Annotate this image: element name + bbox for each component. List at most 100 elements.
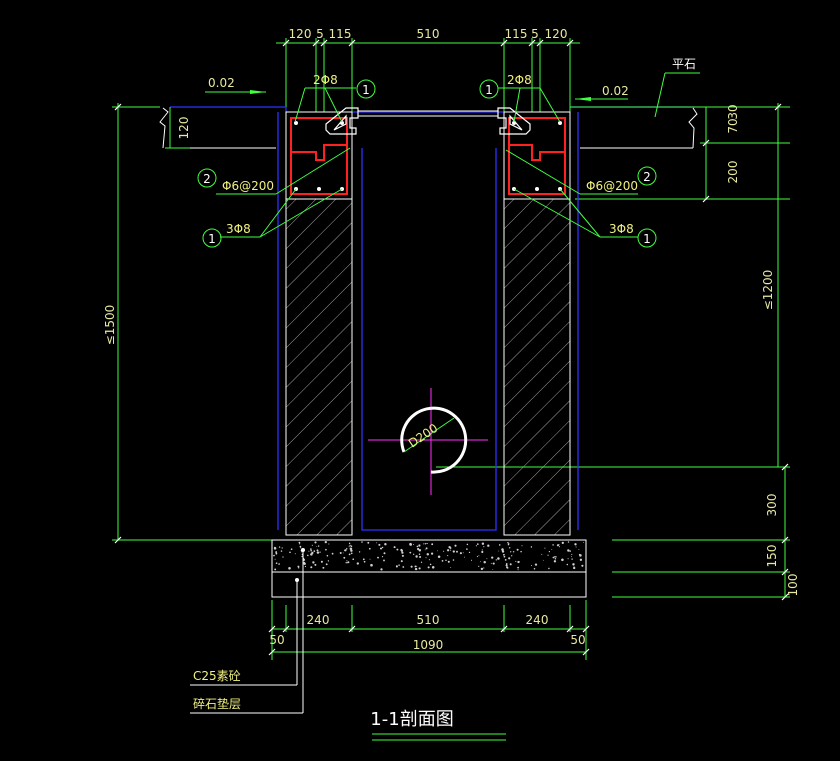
concrete-speckle	[377, 556, 379, 559]
concrete-speckle	[521, 545, 523, 547]
svg-text:1: 1	[485, 83, 493, 97]
svg-text:0.02: 0.02	[602, 84, 629, 98]
concrete-speckle	[448, 545, 451, 549]
concrete-speckle	[317, 545, 320, 547]
concrete-speckle	[396, 548, 399, 551]
concrete-speckle	[342, 552, 344, 554]
concrete-speckle	[381, 546, 384, 549]
concrete-speckle	[349, 544, 351, 547]
dim-top-115-left: 115	[329, 27, 352, 41]
concrete-speckle	[361, 541, 363, 543]
concrete-speckle	[567, 541, 570, 543]
concrete-speckle	[481, 542, 485, 545]
concrete-speckle	[313, 550, 316, 552]
concrete-speckle	[533, 567, 536, 570]
concrete-speckle	[380, 568, 383, 571]
concrete-speckle	[569, 550, 571, 552]
concrete-speckle	[310, 549, 312, 552]
concrete-speckle	[345, 548, 348, 550]
concrete-speckle	[274, 568, 277, 571]
concrete-speckle	[517, 569, 519, 571]
foundation-concrete	[271, 539, 587, 573]
concrete-speckle	[454, 544, 457, 547]
concrete-speckle	[415, 555, 418, 558]
svg-text:2Φ8: 2Φ8	[313, 73, 338, 87]
concrete-speckle	[348, 546, 350, 548]
concrete-speckle	[556, 544, 559, 547]
concrete-speckle	[414, 565, 417, 568]
concrete-speckle	[498, 550, 500, 552]
concrete-speckle	[310, 566, 313, 569]
concrete-speckle	[274, 558, 276, 560]
concrete-speckle	[275, 551, 278, 554]
concrete-speckle	[462, 552, 464, 554]
leader-dot-concrete	[301, 548, 305, 552]
concrete-speckle	[450, 567, 452, 569]
bottom-dimensions	[271, 600, 587, 660]
concrete-speckle	[554, 556, 556, 558]
concrete-speckle	[498, 544, 501, 546]
concrete-speckle	[358, 551, 361, 553]
concrete-speckle	[508, 557, 511, 560]
concrete-speckle	[510, 551, 512, 553]
concrete-speckle	[376, 542, 377, 544]
concrete-speckle	[492, 562, 495, 565]
concrete-speckle	[370, 563, 373, 567]
concrete-speckle	[331, 552, 334, 555]
concrete-speckle	[558, 546, 560, 548]
concrete-speckle	[383, 559, 385, 562]
concrete-speckle	[483, 560, 486, 564]
concrete-speckle	[503, 553, 505, 556]
concrete-speckle	[466, 548, 468, 550]
bottom-dim-ticks	[268, 625, 590, 656]
concrete-speckle	[362, 558, 365, 561]
concrete-speckle	[552, 544, 554, 546]
concrete-speckle	[530, 546, 533, 548]
concrete-speckle	[369, 558, 371, 560]
concrete-speckle	[478, 555, 480, 557]
callout-right-top: 2Φ8 1	[479, 73, 561, 123]
concrete-speckle	[414, 567, 418, 571]
svg-text:2: 2	[203, 172, 211, 186]
concrete-speckle	[290, 548, 293, 551]
right-dimensions	[436, 103, 790, 598]
concrete-speckle	[466, 543, 469, 546]
concrete-speckle	[579, 554, 582, 557]
concrete-speckle	[418, 553, 421, 556]
concrete-speckle	[418, 567, 421, 570]
concrete-speckle	[547, 554, 549, 556]
concrete-speckle	[574, 543, 577, 546]
concrete-speckle	[541, 553, 543, 555]
concrete-speckle	[393, 546, 396, 549]
concrete-speckle	[420, 561, 423, 563]
concrete-speckle	[447, 560, 450, 563]
concrete-speckle	[423, 543, 425, 545]
concrete-speckle	[512, 551, 515, 553]
concrete-speckle	[561, 541, 564, 545]
concrete-speckle	[443, 550, 445, 552]
concrete-speckle	[578, 548, 580, 550]
concrete-speckle	[583, 541, 585, 543]
concrete-speckle	[326, 554, 329, 557]
concrete-speckle	[554, 558, 557, 560]
pipe-d200: D200	[368, 388, 488, 495]
concrete-speckle	[548, 567, 550, 570]
concrete-speckle	[495, 559, 497, 561]
svg-text:3Φ8: 3Φ8	[609, 222, 634, 236]
grate-cover	[357, 110, 499, 117]
concrete-speckle	[316, 551, 320, 554]
concrete-speckle	[487, 544, 490, 547]
concrete-speckle	[480, 567, 484, 571]
concrete-speckle	[273, 554, 275, 557]
concrete-speckle	[468, 551, 471, 554]
concrete-speckle	[567, 558, 569, 560]
concrete-speckle	[383, 552, 386, 555]
concrete-speckle	[356, 562, 359, 565]
concrete-speckle	[483, 567, 485, 569]
concrete-speckle	[320, 560, 323, 563]
concrete-speckle	[280, 550, 283, 552]
concrete-speckle	[481, 549, 483, 551]
concrete-speckle	[571, 553, 573, 555]
concrete-speckle	[505, 564, 508, 567]
concrete-speckle	[398, 564, 400, 566]
